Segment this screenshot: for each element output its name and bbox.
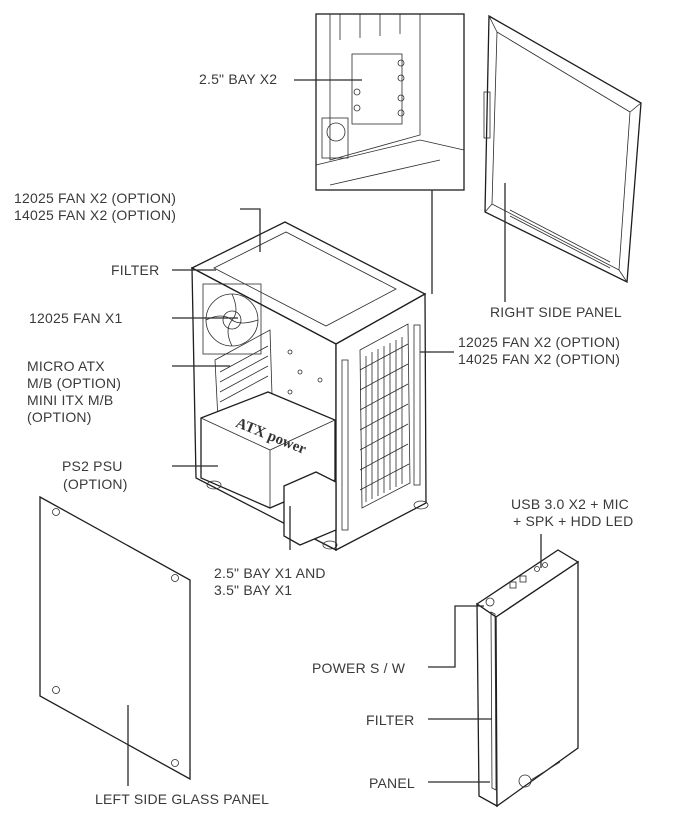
- label-front-fan-line1: 12025 FAN X2 (OPTION): [458, 334, 621, 350]
- label-mb-line2: M/B (OPTION): [27, 375, 122, 391]
- label-top-fan-line2: 14025 FAN X2 (OPTION): [14, 207, 177, 223]
- label-psu-line2: (OPTION): [63, 476, 128, 492]
- left-glass-panel-part: [39, 495, 191, 781]
- front-panel-part: [475, 549, 580, 808]
- label-left-glass-panel: LEFT SIDE GLASS PANEL: [95, 791, 270, 807]
- bay-detail-inset: [315, 13, 465, 191]
- label-right-side-panel: RIGHT SIDE PANEL: [490, 304, 622, 320]
- label-bay-bottom-line2: 3.5" BAY X1: [214, 582, 293, 598]
- leader-lines: [127, 79, 542, 786]
- label-bay-bottom-line1: 2.5" BAY X1 AND: [214, 565, 326, 581]
- label-top-fan-line1: 12025 FAN X2 (OPTION): [14, 190, 177, 206]
- label-bay-25-x2: 2.5" BAY X2: [199, 71, 278, 87]
- label-io-line1: USB 3.0 X2 + MIC: [511, 496, 629, 512]
- label-filter-top: FILTER: [111, 262, 160, 278]
- chassis-body: ATX power: [190, 221, 429, 552]
- label-mb-line4: (OPTION): [27, 409, 92, 425]
- label-psu-line1: PS2 PSU: [62, 458, 123, 474]
- label-filter-front: FILTER: [366, 712, 415, 728]
- right-side-panel-part: [483, 14, 642, 284]
- label-rear-fan: 12025 FAN X1: [29, 310, 123, 326]
- label-io-line2: + SPK + HDD LED: [513, 513, 634, 529]
- label-mb-line1: MICRO ATX: [27, 358, 105, 374]
- label-mb-line3: MINI ITX M/B: [27, 392, 114, 408]
- label-panel: PANEL: [369, 775, 415, 791]
- label-front-fan-line2: 14025 FAN X2 (OPTION): [458, 351, 621, 367]
- label-power-sw: POWER S / W: [312, 660, 406, 676]
